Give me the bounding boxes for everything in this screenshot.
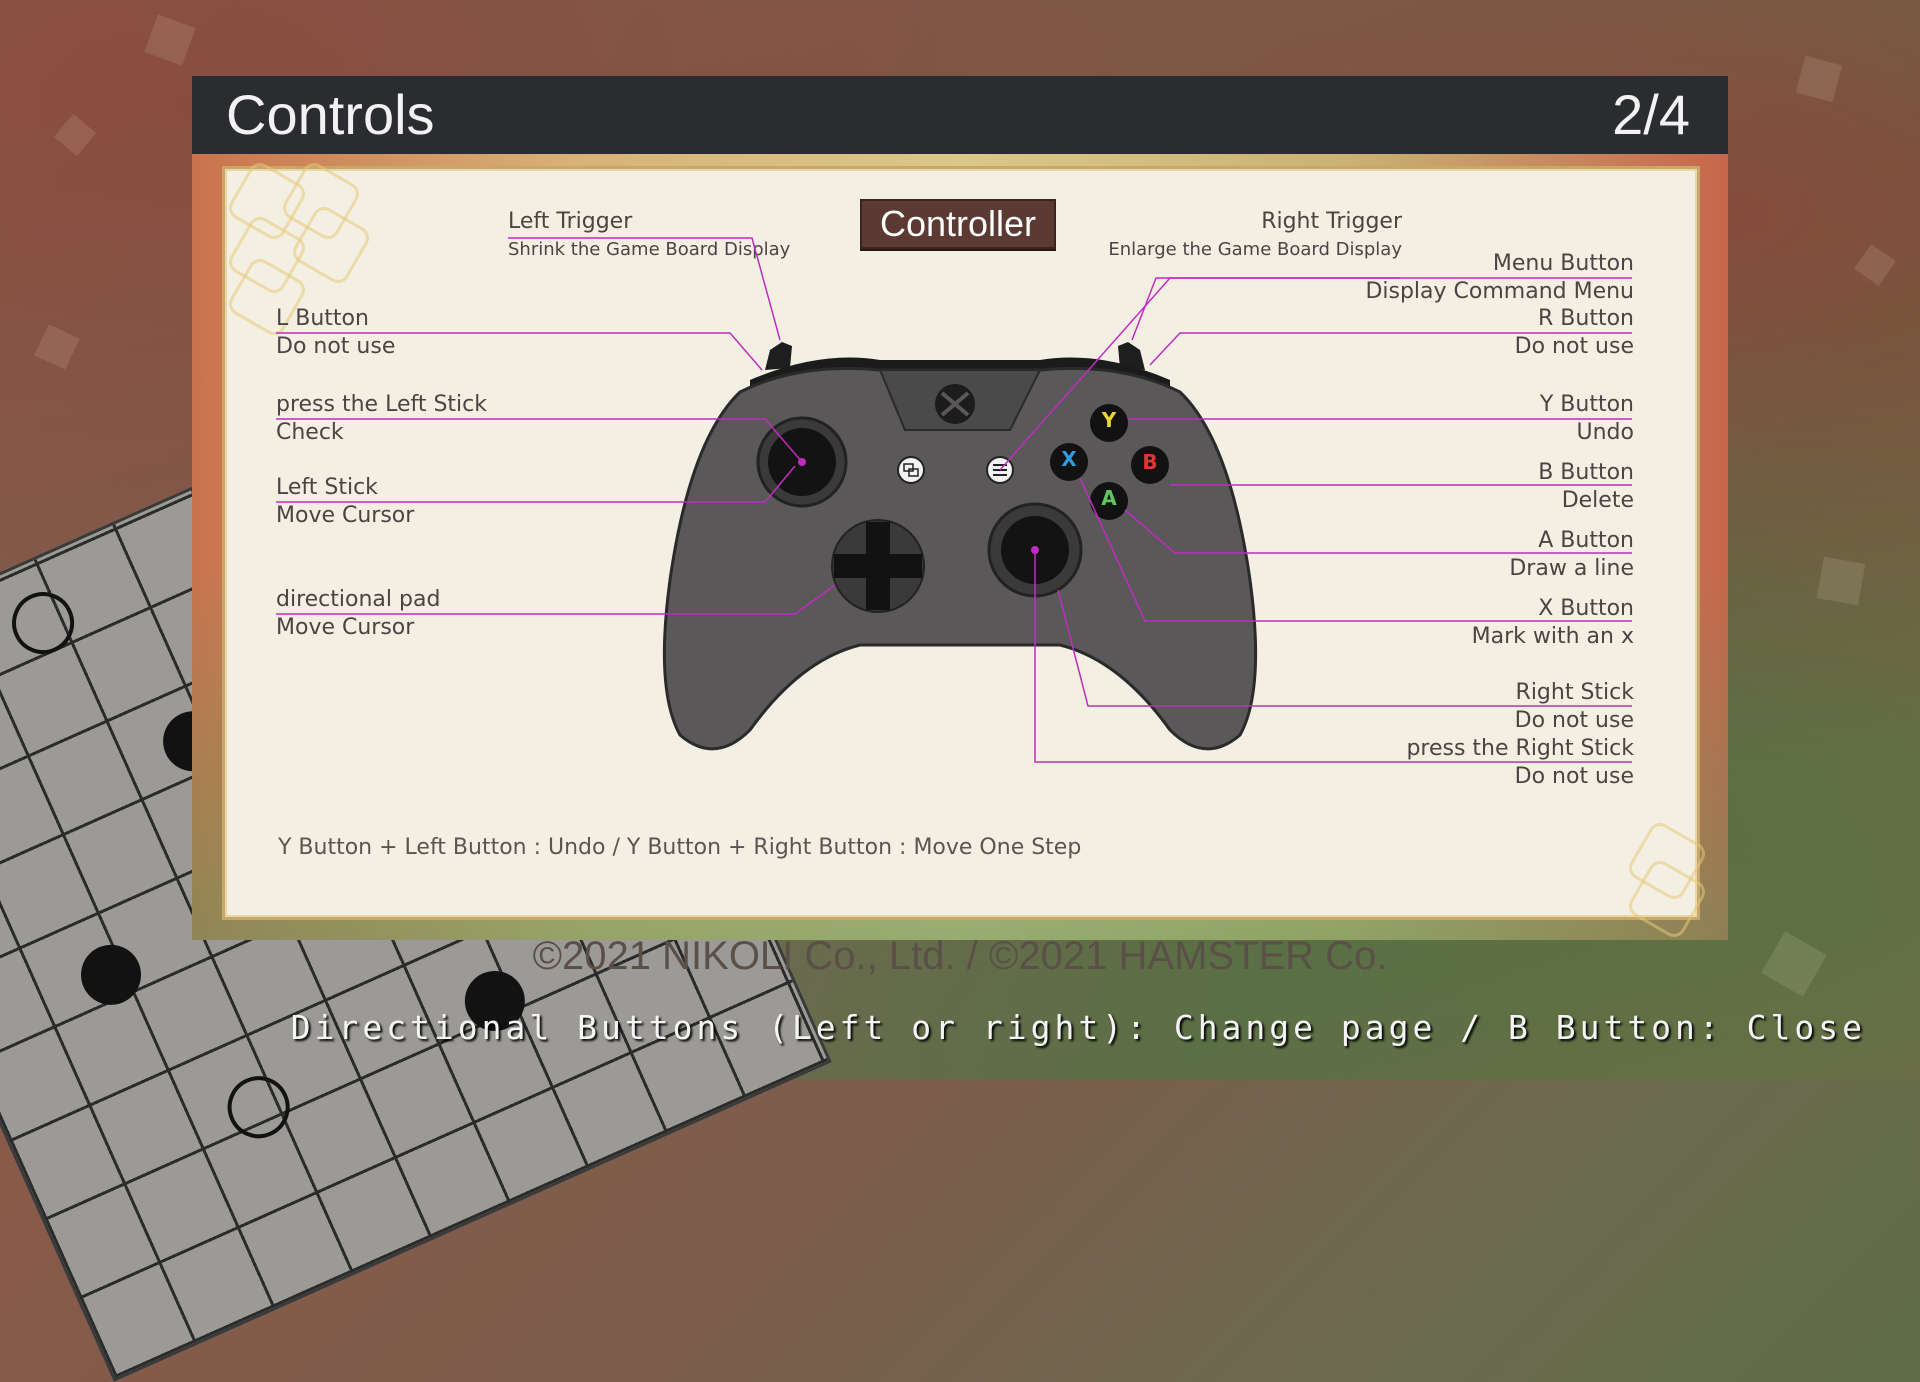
label-name: Left Stick bbox=[276, 475, 378, 500]
left-stick-label: Left Stick Move Cursor bbox=[276, 474, 414, 530]
right-trigger-label: Right Trigger Enlarge the Game Board Dis… bbox=[1108, 208, 1402, 264]
left-stick-press-label: press the Left Stick Check bbox=[276, 391, 487, 447]
l-button-label: L Button Do not use bbox=[276, 305, 395, 361]
dpad-label: directional pad Move Cursor bbox=[276, 586, 440, 642]
right-trigger-name: Right Trigger bbox=[1261, 209, 1402, 234]
menu-button-label: Menu Button Display Command Menu bbox=[1365, 250, 1634, 306]
label-name: directional pad bbox=[276, 587, 441, 612]
label-action: Do not use bbox=[1514, 764, 1634, 789]
b-button-letter: B bbox=[1142, 450, 1158, 474]
label-action: Do not use bbox=[1514, 708, 1634, 733]
label-action: Delete bbox=[1561, 488, 1634, 513]
label-name: press the Right Stick bbox=[1406, 736, 1634, 761]
b-button-label: B Button Delete bbox=[1538, 459, 1634, 515]
bg-square bbox=[1816, 556, 1866, 606]
y-button-label: Y Button Undo bbox=[1540, 391, 1634, 447]
label-action: Do not use bbox=[1514, 334, 1634, 359]
panel-header: Controls 2/4 bbox=[192, 76, 1728, 154]
label-name: L Button bbox=[276, 306, 369, 331]
label-action: Display Command Menu bbox=[1365, 279, 1634, 304]
label-name: press the Left Stick bbox=[276, 392, 487, 417]
right-trigger-action: Enlarge the Game Board Display bbox=[1108, 239, 1402, 260]
label-name: A Button bbox=[1538, 528, 1634, 553]
label-name: Right Stick bbox=[1515, 680, 1634, 705]
board-ring bbox=[2, 582, 84, 664]
label-name: Menu Button bbox=[1492, 251, 1634, 276]
a-button-label: A Button Draw a line bbox=[1509, 527, 1634, 583]
page-title: Controls bbox=[226, 83, 435, 146]
label-name: X Button bbox=[1538, 596, 1634, 621]
label-name: R Button bbox=[1538, 306, 1634, 331]
r-button-label: R Button Do not use bbox=[1515, 305, 1634, 361]
left-trigger-label: Left Trigger Shrink the Game Board Displ… bbox=[508, 208, 790, 264]
copyright-text: ©2021 NIKOLI Co., Ltd. / ©2021 HAMSTER C… bbox=[532, 934, 1388, 978]
label-action: Do not use bbox=[276, 334, 396, 359]
label-name: Y Button bbox=[1539, 392, 1634, 417]
x-button-letter: X bbox=[1061, 447, 1077, 471]
left-trigger-name: Left Trigger bbox=[508, 209, 633, 234]
a-button-letter: A bbox=[1101, 486, 1117, 510]
controller-heading: Controller bbox=[860, 199, 1056, 249]
page-indicator: 2/4 bbox=[1612, 83, 1690, 146]
navigation-hint: Directional Buttons (Left or right): Cha… bbox=[290, 1008, 1866, 1047]
label-action: Check bbox=[276, 420, 344, 445]
board-ring bbox=[217, 1066, 300, 1149]
right-stick-press-label: press the Right Stick Do not use bbox=[1406, 735, 1634, 791]
label-name: B Button bbox=[1538, 460, 1634, 485]
y-button-letter: Y bbox=[1101, 408, 1117, 432]
label-action: Move Cursor bbox=[276, 615, 415, 640]
label-action: Undo bbox=[1576, 420, 1634, 445]
label-action: Draw a line bbox=[1509, 556, 1634, 581]
x-button-label: X Button Mark with an x bbox=[1472, 595, 1634, 651]
right-stick-label: Right Stick Do not use bbox=[1515, 679, 1634, 735]
left-trigger-action: Shrink the Game Board Display bbox=[508, 239, 791, 260]
combo-instructions: Y Button + Left Button : Undo / Y Button… bbox=[278, 835, 1082, 860]
label-action: Mark with an x bbox=[1471, 624, 1634, 649]
label-action: Move Cursor bbox=[276, 503, 415, 528]
